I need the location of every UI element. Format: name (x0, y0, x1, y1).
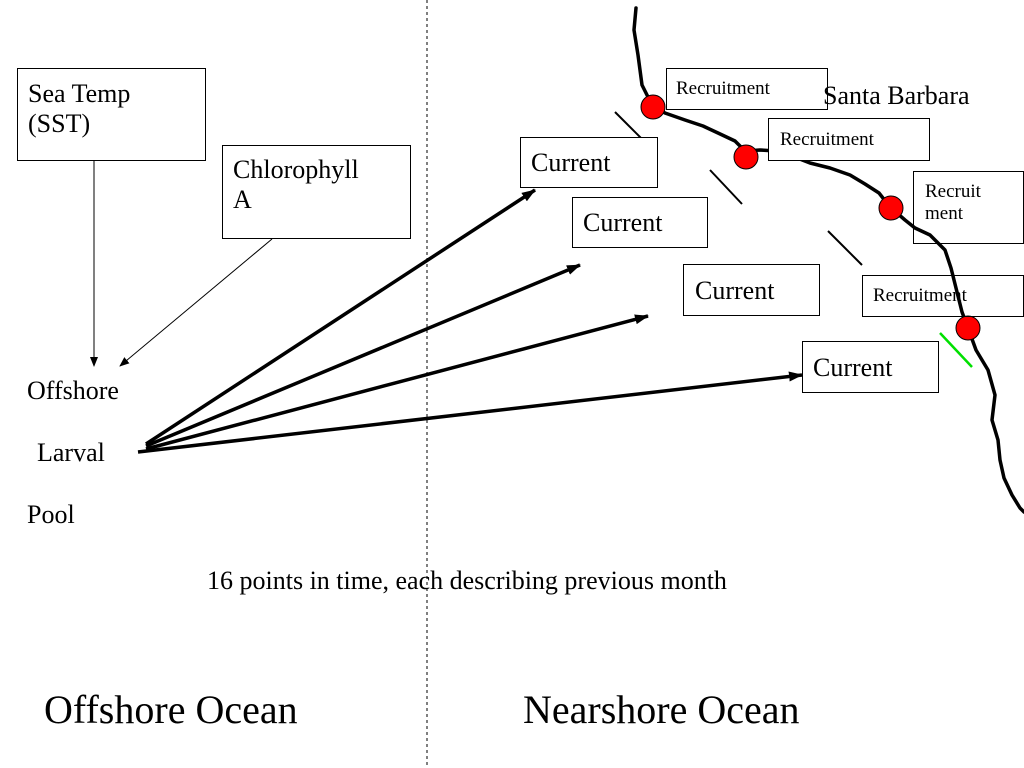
recruitment-label-3b: ment (925, 202, 963, 224)
site-marker-2 (733, 144, 759, 170)
larval-pool-line2: Larval (37, 438, 105, 467)
tick-2 (709, 169, 743, 205)
current-box-3: Current (683, 264, 820, 316)
current-arrow-3 (145, 314, 649, 451)
current-label-4: Current (813, 353, 893, 382)
recruitment-label-3a: Recruit (925, 181, 981, 202)
site-marker-4 (955, 315, 981, 341)
recruitment-label-2: Recruitment (780, 129, 874, 150)
current-label-1: Current (531, 148, 611, 177)
chlorophyll-label-line1: Chlorophyll (233, 155, 359, 184)
tick-3 (827, 230, 863, 266)
sst-label-line2: (SST) (28, 108, 91, 138)
site-marker-1 (640, 94, 666, 120)
region-nearshore-label: Nearshore Ocean (523, 687, 800, 732)
current-label-2: Current (583, 208, 663, 237)
larval-pool-line3: Pool (27, 500, 75, 529)
current-box-2: Current (572, 197, 708, 248)
current-arrow-4 (137, 371, 803, 454)
recruitment-box-4: Recruitment (862, 275, 1024, 317)
recruitment-box-3: Recruit ment (913, 171, 1024, 244)
current-box-1: Current (520, 137, 658, 188)
sst-label-line1: Sea Temp (28, 79, 131, 108)
current-label-3: Current (695, 276, 775, 305)
recruitment-label-4: Recruitment (873, 285, 967, 306)
recruitment-box-2: Recruitment (768, 118, 930, 161)
caption: 16 points in time, each describing previ… (207, 566, 727, 595)
recruitment-label-1: Recruitment (676, 78, 770, 99)
larval-pool-line1: Offshore (27, 376, 119, 405)
site-marker-3 (878, 195, 904, 221)
current-box-4: Current (802, 341, 939, 393)
tick-4-green (939, 332, 973, 368)
chlorophyll-arrow (119, 238, 273, 367)
chlorophyll-label-line2: A (233, 184, 252, 214)
chlorophyll-box: Chlorophyll A (222, 145, 411, 239)
region-offshore-label: Offshore Ocean (44, 687, 298, 732)
sst-box: Sea Temp (SST) (17, 68, 206, 161)
recruitment-box-1: Recruitment (666, 68, 828, 110)
current-arrow-1 (145, 188, 536, 446)
current-arrow-2 (145, 263, 581, 448)
location-label: Santa Barbara (823, 81, 970, 110)
